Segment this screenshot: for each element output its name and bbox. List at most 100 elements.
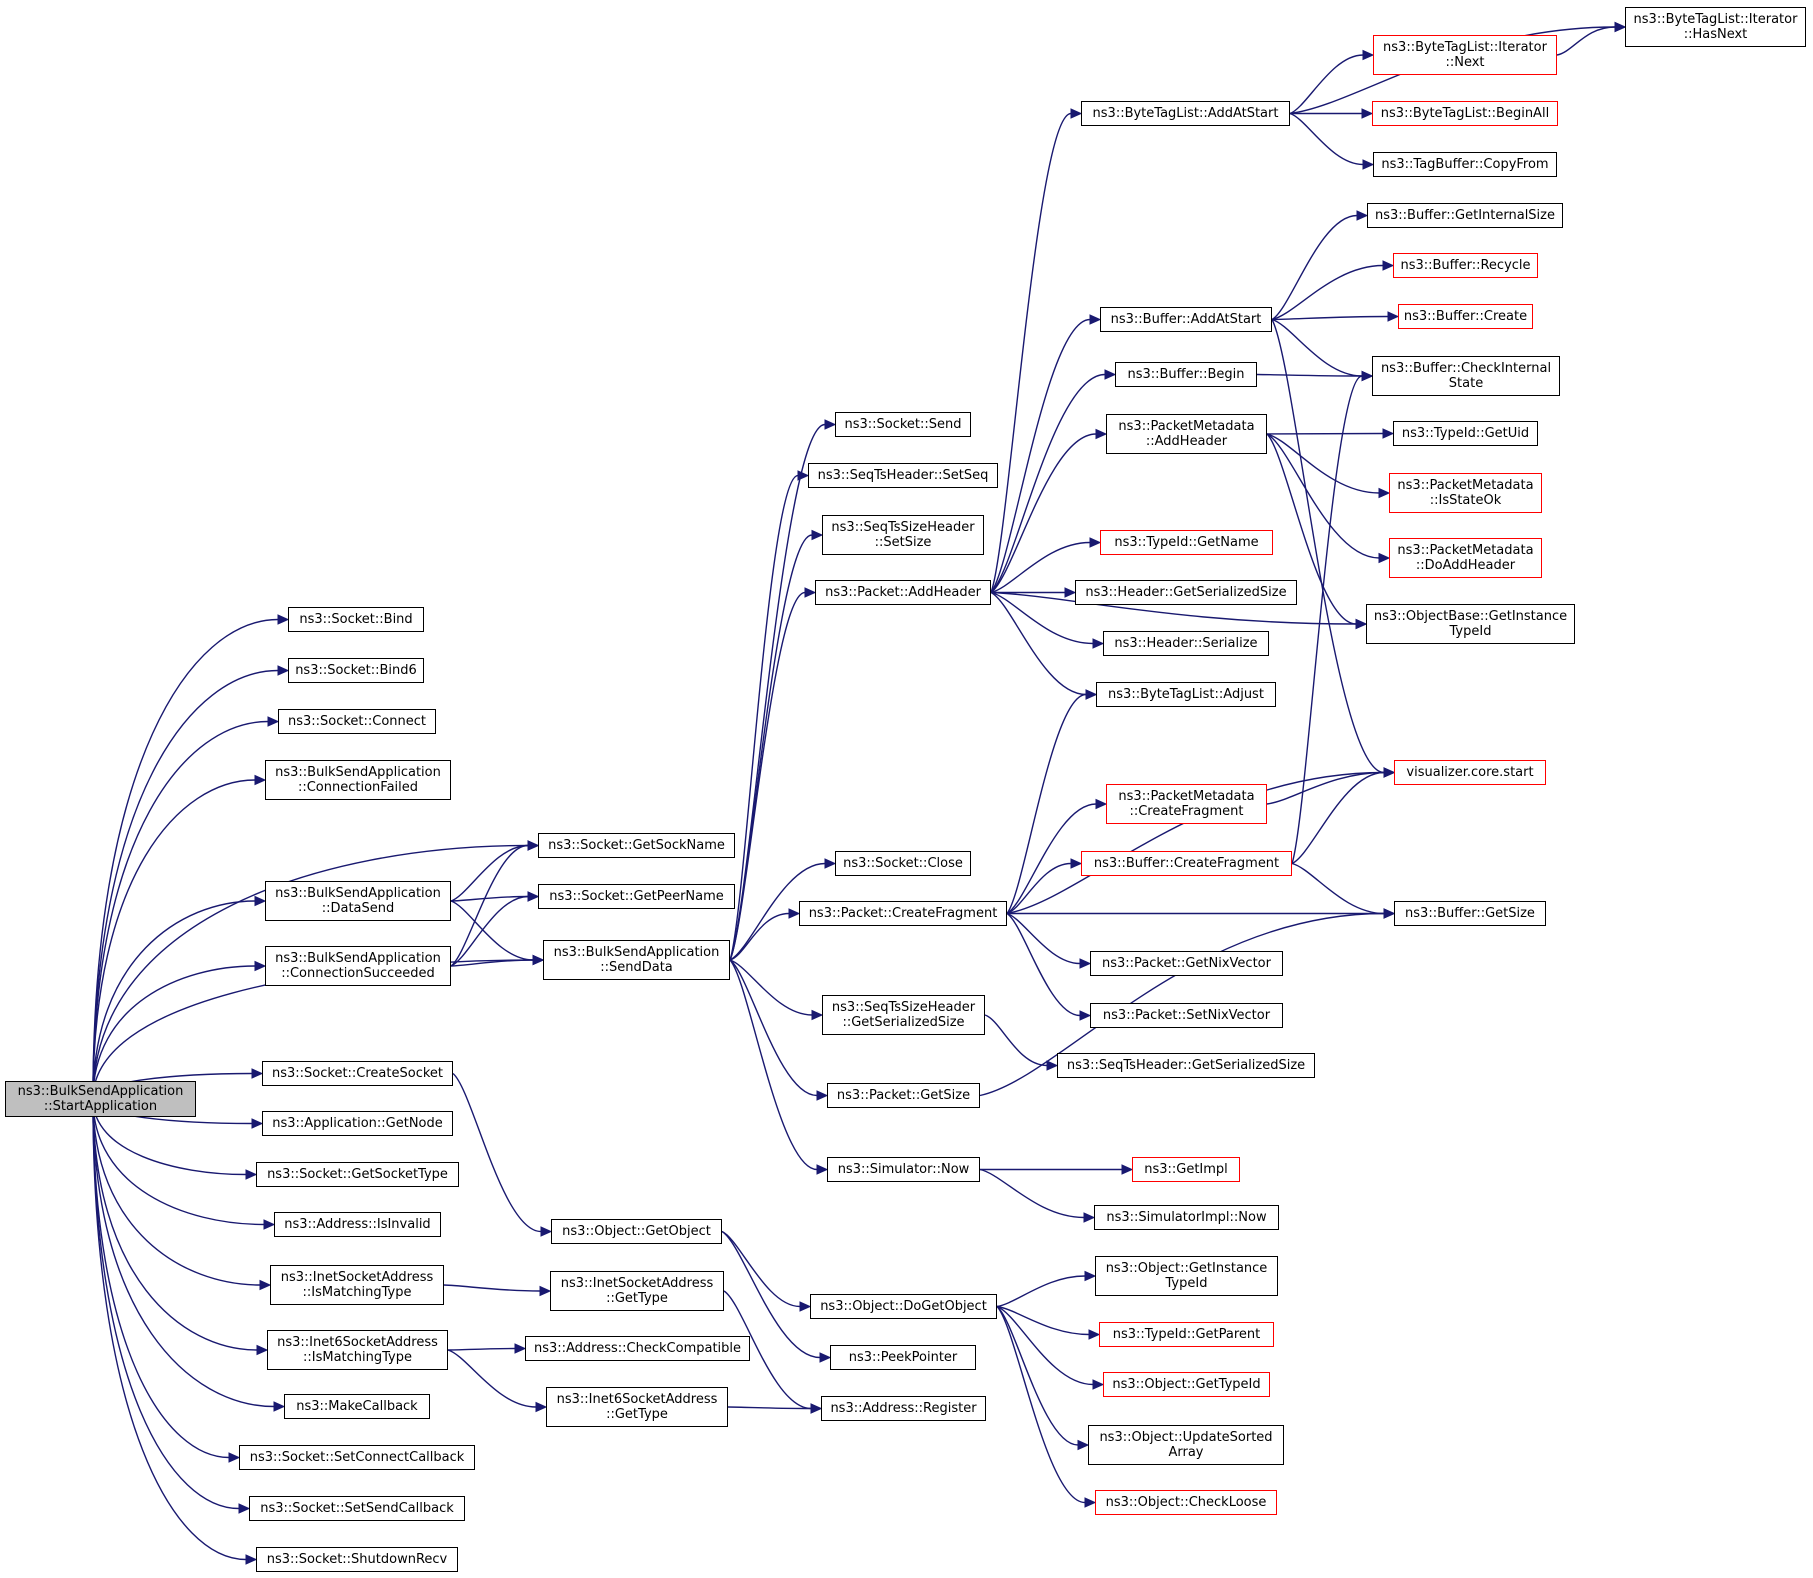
arrowhead-pmaddheader-to-pmisstateok (1378, 487, 1391, 499)
arrowhead-btladdatstart-to-btliternext (1362, 49, 1375, 61)
node-bufaddatstart[interactable]: ns3::Buffer::AddAtStart (1100, 307, 1272, 332)
node-getnixvec[interactable]: ns3::Packet::GetNixVector (1090, 951, 1283, 976)
node-pmaddheader[interactable]: ns3::PacketMetadata ::AddHeader (1106, 414, 1267, 454)
node-setnixvec[interactable]: ns3::Packet::SetNixVector (1090, 1003, 1283, 1028)
node-vizstart[interactable]: visualizer.core.start (1394, 760, 1546, 785)
node-bufgetsize[interactable]: ns3::Buffer::GetSize (1394, 901, 1546, 926)
node-senddata[interactable]: ns3::BulkSendApplication ::SendData (543, 940, 730, 980)
node-connect[interactable]: ns3::Socket::Connect (278, 709, 436, 734)
arrowhead-bufcreatefrag-to-bufgetsize (1383, 908, 1396, 919)
node-seqtsgss[interactable]: ns3::SeqTsHeader::GetSerializedSize (1057, 1053, 1315, 1078)
edge-addheader-to-bufaddatstart (990, 318, 1091, 593)
node-bufgetintsize[interactable]: ns3::Buffer::GetInternalSize (1367, 203, 1563, 228)
node-setsendcb[interactable]: ns3::Socket::SetSendCallback (249, 1496, 465, 1521)
node-makecb[interactable]: ns3::MakeCallback (284, 1394, 430, 1419)
arrowhead-inetmatch-to-inetgettype (539, 1285, 552, 1297)
node-typeidgetname[interactable]: ns3::TypeId::GetName (1100, 530, 1273, 555)
node-setsize[interactable]: ns3::SeqTsSizeHeader ::SetSize (822, 515, 984, 555)
node-bufbegin[interactable]: ns3::Buffer::Begin (1115, 362, 1257, 387)
edge-bufaddatstart-to-bufgetintsize (1271, 214, 1358, 321)
node-bufcreatefrag[interactable]: ns3::Buffer::CreateFragment (1081, 851, 1292, 876)
node-inet6match[interactable]: ns3::Inet6SocketAddress ::IsMatchingType (267, 1330, 448, 1370)
node-datasend[interactable]: ns3::BulkSendApplication ::DataSend (265, 881, 451, 921)
arrowhead-bufcreatefrag-to-vizstart (1383, 767, 1396, 778)
node-btladjust[interactable]: ns3::ByteTagList::Adjust (1096, 682, 1276, 707)
node-addrreg[interactable]: ns3::Address::Register (821, 1396, 986, 1421)
node-inet6gettype[interactable]: ns3::Inet6SocketAddress ::GetType (546, 1387, 728, 1427)
edge-createfrag-to-setnixvec (1006, 912, 1081, 1017)
edge-dogetobject-to-objgettid (996, 1305, 1094, 1386)
node-isinvalid[interactable]: ns3::Address::IsInvalid (274, 1212, 441, 1237)
edge-createfrag-to-getnixvec (1006, 912, 1081, 965)
node-inetgettype[interactable]: ns3::InetSocketAddress ::GetType (550, 1271, 724, 1311)
node-dogetobject[interactable]: ns3::Object::DoGetObject (810, 1294, 997, 1319)
node-checkcompat[interactable]: ns3::Address::CheckCompatible (525, 1336, 750, 1361)
edge-senddata-to-addheader (729, 591, 806, 961)
node-getimpl[interactable]: ns3::GetImpl (1132, 1157, 1240, 1182)
edge-root-to-makecb (92, 1098, 275, 1408)
node-simnow[interactable]: ns3::Simulator::Now (827, 1157, 980, 1182)
arrowhead-inet6match-to-checkcompat (514, 1343, 527, 1354)
node-simimplnow[interactable]: ns3::SimulatorImpl::Now (1094, 1205, 1279, 1230)
node-createsock[interactable]: ns3::Socket::CreateSocket (262, 1061, 453, 1086)
node-sockclose[interactable]: ns3::Socket::Close (835, 851, 971, 876)
node-getpeername[interactable]: ns3::Socket::GetPeerName (538, 884, 735, 909)
arrowhead-root-to-makecb (273, 1401, 286, 1412)
arrowhead-addheader-to-hdrser (1092, 638, 1105, 649)
node-tidgetparent[interactable]: ns3::TypeId::GetParent (1099, 1322, 1274, 1347)
node-getobject[interactable]: ns3::Object::GetObject (551, 1219, 722, 1244)
node-getnode[interactable]: ns3::Application::GetNode (262, 1111, 453, 1136)
node-pmisstateok[interactable]: ns3::PacketMetadata ::IsStateOk (1389, 473, 1542, 513)
node-objcheckloose[interactable]: ns3::Object::CheckLoose (1095, 1490, 1277, 1515)
node-connsucc[interactable]: ns3::BulkSendApplication ::ConnectionSuc… (265, 946, 451, 986)
arrowhead-root-to-getsocktype (245, 1169, 258, 1180)
node-pmcreatefrag[interactable]: ns3::PacketMetadata ::CreateFragment (1106, 784, 1267, 824)
node-pmdoaddheader[interactable]: ns3::PacketMetadata ::DoAddHeader (1389, 538, 1542, 578)
arrowhead-root-to-datasend (254, 895, 267, 907)
node-objupdsorted[interactable]: ns3::Object::UpdateSorted Array (1088, 1425, 1284, 1465)
arrowhead-seqtssizegss-to-seqtsgss (1046, 1060, 1059, 1071)
arrowhead-btliternext-to-btliterhasnext (1614, 21, 1627, 33)
node-connfailed[interactable]: ns3::BulkSendApplication ::ConnectionFai… (265, 760, 451, 800)
node-getsocktype[interactable]: ns3::Socket::GetSocketType (256, 1162, 459, 1187)
node-pktgetsize[interactable]: ns3::Packet::GetSize (827, 1083, 980, 1108)
edge-pmcreatefrag-to-vizstart (1266, 771, 1385, 805)
arrowhead-bufaddatstart-to-bufrecycle (1382, 260, 1395, 271)
node-seqtssizegss[interactable]: ns3::SeqTsSizeHeader ::GetSerializedSize (822, 995, 985, 1035)
edge-bufcreatefrag-to-bufcheckint (1291, 375, 1363, 864)
arrowhead-dogetobject-to-objgetinsttid (1084, 1270, 1097, 1282)
edge-root-to-bind (92, 618, 279, 1100)
node-peekptr[interactable]: ns3::PeekPointer (830, 1345, 976, 1370)
arrowhead-root-to-isinvalid (263, 1219, 276, 1230)
node-btliterhasnext[interactable]: ns3::ByteTagList::Iterator ::HasNext (1625, 7, 1806, 47)
node-bufrecycle[interactable]: ns3::Buffer::Recycle (1393, 253, 1538, 278)
node-btlbeginall[interactable]: ns3::ByteTagList::BeginAll (1372, 101, 1558, 126)
node-shutdown[interactable]: ns3::Socket::ShutdownRecv (256, 1547, 458, 1572)
node-bind[interactable]: ns3::Socket::Bind (288, 607, 424, 632)
node-hdrser[interactable]: ns3::Header::Serialize (1103, 631, 1269, 656)
edge-root-to-getsockname (92, 844, 529, 1100)
node-inetmatch[interactable]: ns3::InetSocketAddress ::IsMatchingType (270, 1265, 444, 1305)
edge-inetgettype-to-addrreg (723, 1290, 812, 1410)
node-socksend[interactable]: ns3::Socket::Send (835, 412, 971, 437)
node-btliternext[interactable]: ns3::ByteTagList::Iterator ::Next (1373, 35, 1557, 75)
node-btladdatstart[interactable]: ns3::ByteTagList::AddAtStart (1081, 101, 1290, 126)
node-setconncb[interactable]: ns3::Socket::SetConnectCallback (239, 1445, 475, 1470)
node-tidgetuid[interactable]: ns3::TypeId::GetUid (1393, 421, 1538, 446)
node-bufcheckint[interactable]: ns3::Buffer::CheckInternal State (1372, 356, 1560, 396)
arrowhead-inet6gettype-to-addrreg (810, 1403, 823, 1414)
node-setseq[interactable]: ns3::SeqTsHeader::SetSeq (808, 463, 998, 488)
node-objgettid[interactable]: ns3::Object::GetTypeId (1103, 1372, 1270, 1397)
node-bind6[interactable]: ns3::Socket::Bind6 (288, 658, 424, 683)
node-objgetinsttid[interactable]: ns3::Object::GetInstance TypeId (1095, 1256, 1278, 1296)
node-tagbufcopy[interactable]: ns3::TagBuffer::CopyFrom (1373, 152, 1557, 177)
node-bufcreate[interactable]: ns3::Buffer::Create (1398, 304, 1533, 329)
node-hdrgss[interactable]: ns3::Header::GetSerializedSize (1075, 580, 1297, 605)
arrowhead-senddata-to-sockclose (824, 858, 837, 869)
node-getsockname[interactable]: ns3::Socket::GetSockName (538, 833, 735, 858)
node-addheader[interactable]: ns3::Packet::AddHeader (815, 580, 991, 605)
node-objbasegetinst[interactable]: ns3::ObjectBase::GetInstance TypeId (1366, 604, 1575, 644)
node-createfrag[interactable]: ns3::Packet::CreateFragment (799, 901, 1007, 926)
arrowhead-root-to-inet6match (256, 1344, 269, 1356)
